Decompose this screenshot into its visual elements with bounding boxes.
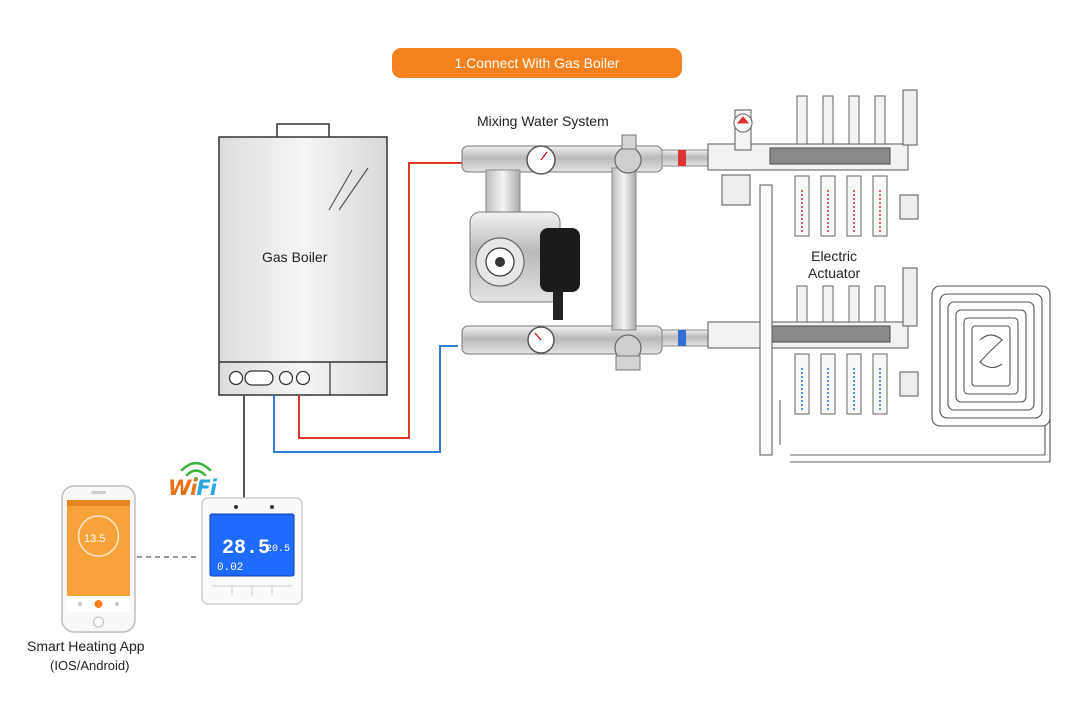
manifold-valve-part <box>874 285 886 323</box>
app-label: Smart Heating App <box>27 638 145 654</box>
gas-boiler <box>218 123 388 396</box>
gas-boiler-label: Gas Boiler <box>262 249 328 265</box>
title-banner: 1.Connect With Gas Boiler <box>392 48 682 78</box>
phone-temp: 13.5 <box>84 533 105 545</box>
app-platform-label: (IOS/Android) <box>50 658 130 673</box>
wifi-icon <box>180 461 212 481</box>
manifold-connectors <box>661 149 709 347</box>
manifold-valve-part <box>874 95 886 145</box>
thermostat-clock: 0.02 <box>217 562 243 574</box>
thermostat-main-temp: 28.5 <box>222 537 270 560</box>
wifi-logo-fi: Fi <box>196 476 217 500</box>
manifold-valve-part <box>848 95 860 145</box>
thermostat-device <box>201 497 303 605</box>
manifold-valve-part <box>796 285 808 323</box>
electric-actuator-line2: Actuator <box>808 265 861 281</box>
manifold-valve-part <box>796 95 808 145</box>
mixing-unit <box>461 134 663 371</box>
mixing-water-system-label: Mixing Water System <box>477 113 609 129</box>
wifi-logo: WiFi <box>168 476 217 500</box>
supply-pipe <box>298 162 462 439</box>
manifold-valve-part <box>822 285 834 323</box>
manifold-valves <box>794 95 888 415</box>
manifold-valve-part <box>848 285 860 323</box>
manifold <box>707 89 1050 463</box>
underfloor-heating-coil <box>931 285 1051 462</box>
electric-actuator-label: Electric Actuator <box>808 248 860 282</box>
manifold-valve-part <box>822 95 834 145</box>
return-pipe <box>273 345 458 453</box>
electric-actuator-line1: Electric <box>811 248 858 264</box>
smartphone <box>61 485 136 633</box>
wifi-logo-wi: Wi <box>168 476 197 500</box>
thermostat-set-temp: 20.5 <box>266 544 290 555</box>
